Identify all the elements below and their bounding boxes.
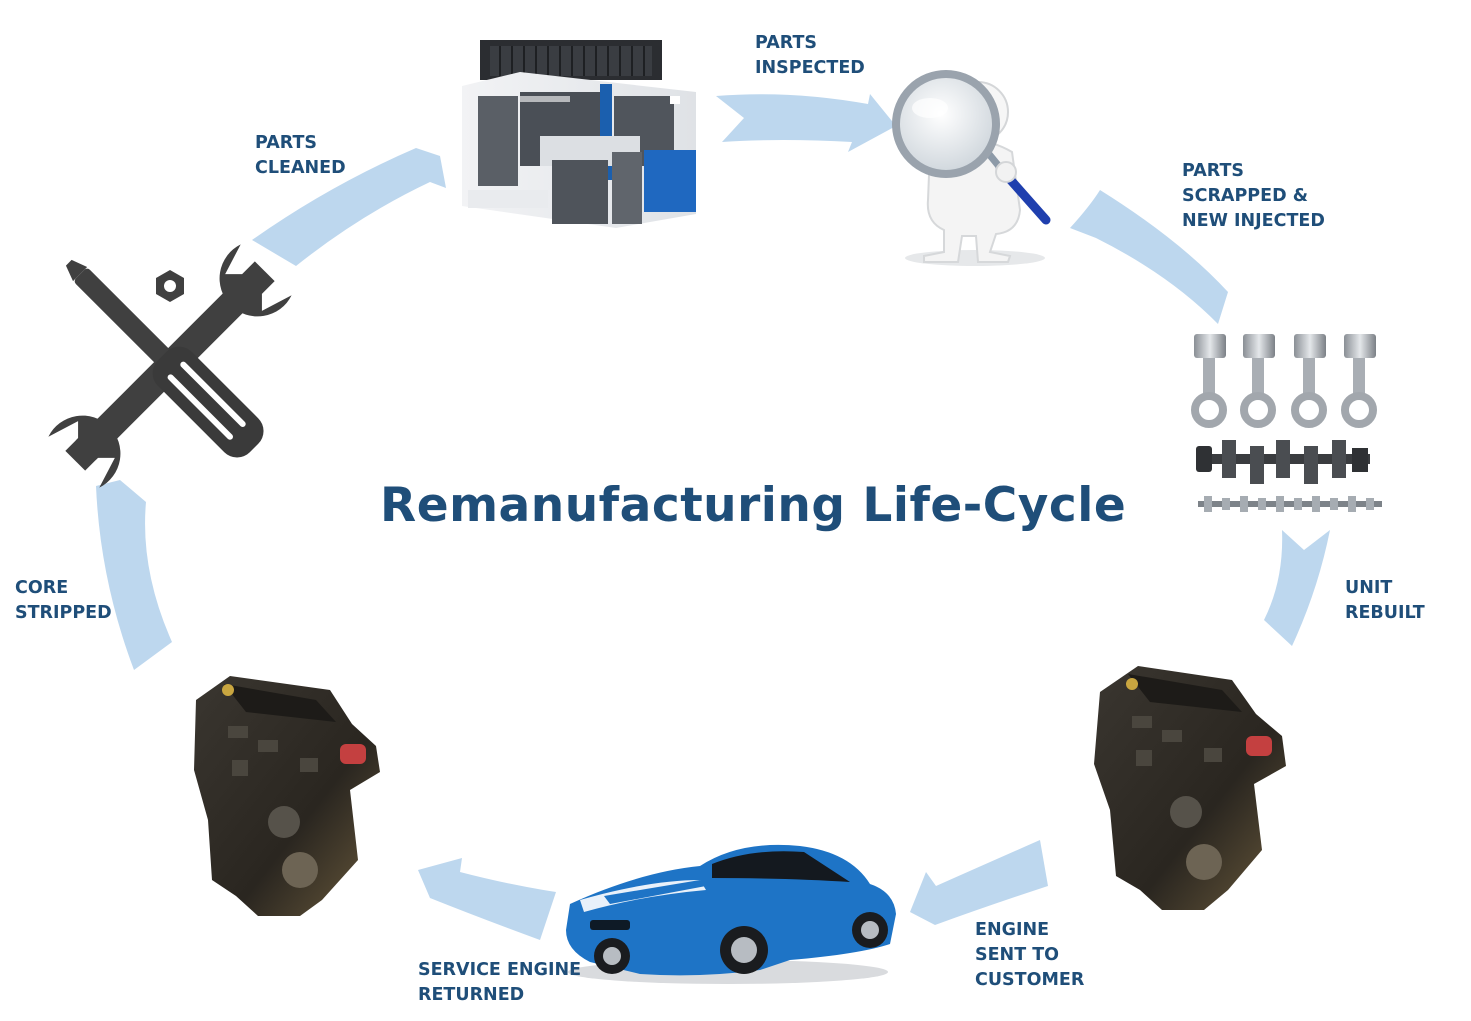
label-parts-inspected: PARTS INSPECTED xyxy=(755,33,865,78)
label-parts-cleaned: PARTS CLEANED xyxy=(255,133,346,178)
magnifying-glass-figure-icon xyxy=(892,70,1051,266)
engine-block-icon xyxy=(1094,666,1286,910)
arrow-unit-rebuilt xyxy=(1264,530,1330,646)
label-service-engine: SERVICE ENGINE RETURNED xyxy=(418,960,582,1005)
wrench-screwdriver-icon xyxy=(48,244,292,488)
pistons-crankshaft-camshaft-icon xyxy=(1191,334,1382,512)
piston-icon xyxy=(1240,334,1276,428)
label-parts-scrapped: PARTS SCRAPPED & NEW INJECTED xyxy=(1182,161,1325,231)
label-unit-rebuilt: UNIT REBUILT xyxy=(1345,578,1425,623)
cycle-arrows xyxy=(96,94,1330,940)
arrow-core-stripped xyxy=(96,480,172,670)
crankshaft-icon xyxy=(1196,440,1370,484)
label-engine-sent: ENGINE SENT TO CUSTOMER xyxy=(975,920,1085,990)
arrow-parts-cleaned xyxy=(252,148,446,266)
arrow-parts-inspected xyxy=(716,94,896,152)
sports-car-icon xyxy=(566,844,896,984)
camshaft-icon xyxy=(1198,496,1382,512)
parts-washer-machine-icon xyxy=(462,40,696,228)
engine-block-icon xyxy=(194,676,380,916)
arrow-engine-sent xyxy=(910,840,1048,925)
arrow-service-engine xyxy=(418,858,556,940)
piston-icon xyxy=(1291,334,1327,428)
label-core-stripped: CORE STRIPPED xyxy=(15,578,112,623)
piston-icon xyxy=(1341,334,1377,428)
arrow-parts-scrapped xyxy=(1070,190,1228,324)
piston-icon xyxy=(1191,334,1227,428)
diagram-title: Remanufacturing Life-Cycle xyxy=(380,478,1127,533)
